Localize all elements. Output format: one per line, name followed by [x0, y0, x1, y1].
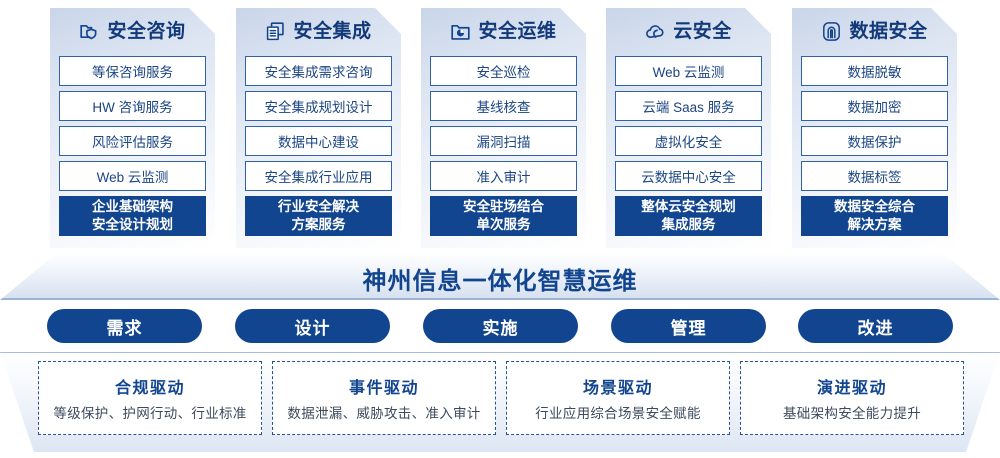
pillar-card-data-security[interactable]: 数据安全 数据脱敏 数据加密 数据保护 数据标签 数据安全综合 解决方案 [792, 8, 957, 248]
platform-banner: 神州信息一体化智慧运维 [0, 252, 1000, 300]
driver-card-compliance[interactable]: 合规驱动 等级保护、护网行动、行业标准 [38, 361, 262, 435]
pillar-item[interactable]: 云端 Saas 服务 [615, 91, 762, 121]
phase-pill-implementation[interactable]: 实施 [423, 309, 578, 343]
pillar-item[interactable]: 安全集成规划设计 [245, 91, 392, 121]
pillar-header: 安全集成 [245, 8, 392, 56]
pillar-highlight-line2: 安全设计规划 [92, 217, 173, 232]
driver-subtitle: 数据泄漏、威胁攻击、准入审计 [287, 406, 481, 421]
folder-chart-icon [450, 21, 471, 42]
phase-pill-requirements[interactable]: 需求 [47, 309, 202, 343]
pillar-item[interactable]: 安全巡检 [430, 56, 577, 86]
driver-title: 演进驱动 [816, 380, 887, 397]
drivers-section: 合规驱动 等级保护、护网行动、行业标准 事件驱动 数据泄漏、威胁攻击、准入审计 … [0, 352, 1000, 452]
pillar-header: 安全咨询 [59, 8, 206, 56]
pillar-highlight-line1: 企业基础架构 [92, 199, 173, 215]
pillar-header: 云安全 [615, 8, 762, 56]
driver-title: 事件驱动 [348, 380, 419, 397]
pillar-title: 云安全 [673, 20, 732, 42]
pillar-item[interactable]: 数据中心建设 [245, 126, 392, 156]
pillar-card-security-consulting[interactable]: 安全咨询 等保咨询服务 HW 咨询服务 风险评估服务 Web 云监测 企业基础架… [50, 8, 215, 248]
pillar-item[interactable]: 风险评估服务 [59, 126, 206, 156]
pillar-highlight-line2: 解决方案 [847, 217, 902, 232]
pillar-header: 数据安全 [801, 8, 948, 56]
pillar-title: 数据安全 [849, 20, 928, 42]
pillar-item[interactable]: 数据脱敏 [801, 56, 948, 86]
phase-pill-design[interactable]: 设计 [235, 309, 390, 343]
pillar-item[interactable]: 等保咨询服务 [59, 56, 206, 86]
pillar-item[interactable]: 准入审计 [430, 161, 577, 191]
pillar-item[interactable]: 漏洞扫描 [430, 126, 577, 156]
pillar-header: 安全运维 [430, 8, 577, 56]
pillar-item[interactable]: 安全集成需求咨询 [245, 56, 392, 86]
pillar-highlight-line1: 安全驻场结合 [463, 199, 544, 215]
driver-card-scenario[interactable]: 场景驱动 行业应用综合场景安全赋能 [506, 361, 730, 435]
pillar-highlight[interactable]: 整体云安全规划 集成服务 [615, 196, 762, 236]
driver-title: 场景驱动 [582, 380, 653, 397]
pillar-card-security-operations[interactable]: 安全运维 安全巡检 基线核查 漏洞扫描 准入审计 安全驻场结合 单次服务 [421, 8, 586, 248]
driver-card-evolution[interactable]: 演进驱动 基础架构安全能力提升 [740, 361, 964, 435]
driver-title: 合规驱动 [114, 380, 185, 397]
driver-subtitle: 基础架构安全能力提升 [783, 406, 921, 421]
banner-title: 神州信息一体化智慧运维 [362, 268, 638, 295]
pillar-item[interactable]: 数据标签 [801, 161, 948, 191]
stacked-documents-icon [265, 21, 286, 42]
phase-pill-management[interactable]: 管理 [611, 309, 766, 343]
fingerprint-icon [821, 21, 842, 42]
driver-subtitle: 行业应用综合场景安全赋能 [535, 406, 701, 421]
pillar-highlight[interactable]: 行业安全解决 方案服务 [245, 196, 392, 236]
pillar-item[interactable]: Web 云监测 [59, 161, 206, 191]
pillar-item[interactable]: HW 咨询服务 [59, 91, 206, 121]
pillar-title: 安全运维 [478, 20, 557, 42]
pillar-item[interactable]: 云数据中心安全 [615, 161, 762, 191]
phase-pill-improvement[interactable]: 改进 [798, 309, 953, 343]
pillar-card-security-integration[interactable]: 安全集成 安全集成需求咨询 安全集成规划设计 数据中心建设 安全集成行业应用 行… [236, 8, 401, 248]
cloud-icon [645, 21, 666, 42]
pillar-item[interactable]: 基线核查 [430, 91, 577, 121]
pillar-title: 安全集成 [293, 20, 372, 42]
pillar-item[interactable]: 安全集成行业应用 [245, 161, 392, 191]
drivers-row: 合规驱动 等级保护、护网行动、行业标准 事件驱动 数据泄漏、威胁攻击、准入审计 … [0, 352, 1000, 452]
folder-shield-icon [79, 21, 100, 42]
pillar-highlight-line1: 行业安全解决 [278, 199, 359, 215]
phase-pills-row: 需求 设计 实施 管理 改进 [0, 309, 1000, 347]
driver-subtitle: 等级保护、护网行动、行业标准 [53, 406, 247, 421]
pillar-highlight-line2: 集成服务 [661, 217, 716, 232]
pillar-cards-row: 安全咨询 等保咨询服务 HW 咨询服务 风险评估服务 Web 云监测 企业基础架… [0, 0, 1000, 252]
pillar-highlight-line1: 整体云安全规划 [641, 199, 736, 215]
pillar-highlight-line2: 方案服务 [291, 217, 346, 232]
pillar-highlight[interactable]: 安全驻场结合 单次服务 [430, 196, 577, 236]
pillar-item[interactable]: Web 云监测 [615, 56, 762, 86]
pillar-item[interactable]: 数据保护 [801, 126, 948, 156]
pillar-highlight[interactable]: 数据安全综合 解决方案 [801, 196, 948, 236]
pillar-title: 安全咨询 [107, 20, 186, 42]
pillar-card-cloud-security[interactable]: 云安全 Web 云监测 云端 Saas 服务 虚拟化安全 云数据中心安全 整体云… [606, 8, 771, 248]
banner-trapezoid-shape [0, 252, 1000, 300]
driver-card-incident[interactable]: 事件驱动 数据泄漏、威胁攻击、准入审计 [272, 361, 496, 435]
pillar-highlight-line1: 数据安全综合 [834, 199, 915, 215]
pillar-item[interactable]: 数据加密 [801, 91, 948, 121]
pillar-highlight[interactable]: 企业基础架构 安全设计规划 [59, 196, 206, 236]
pillar-item[interactable]: 虚拟化安全 [615, 126, 762, 156]
pillar-highlight-line2: 单次服务 [476, 217, 531, 232]
